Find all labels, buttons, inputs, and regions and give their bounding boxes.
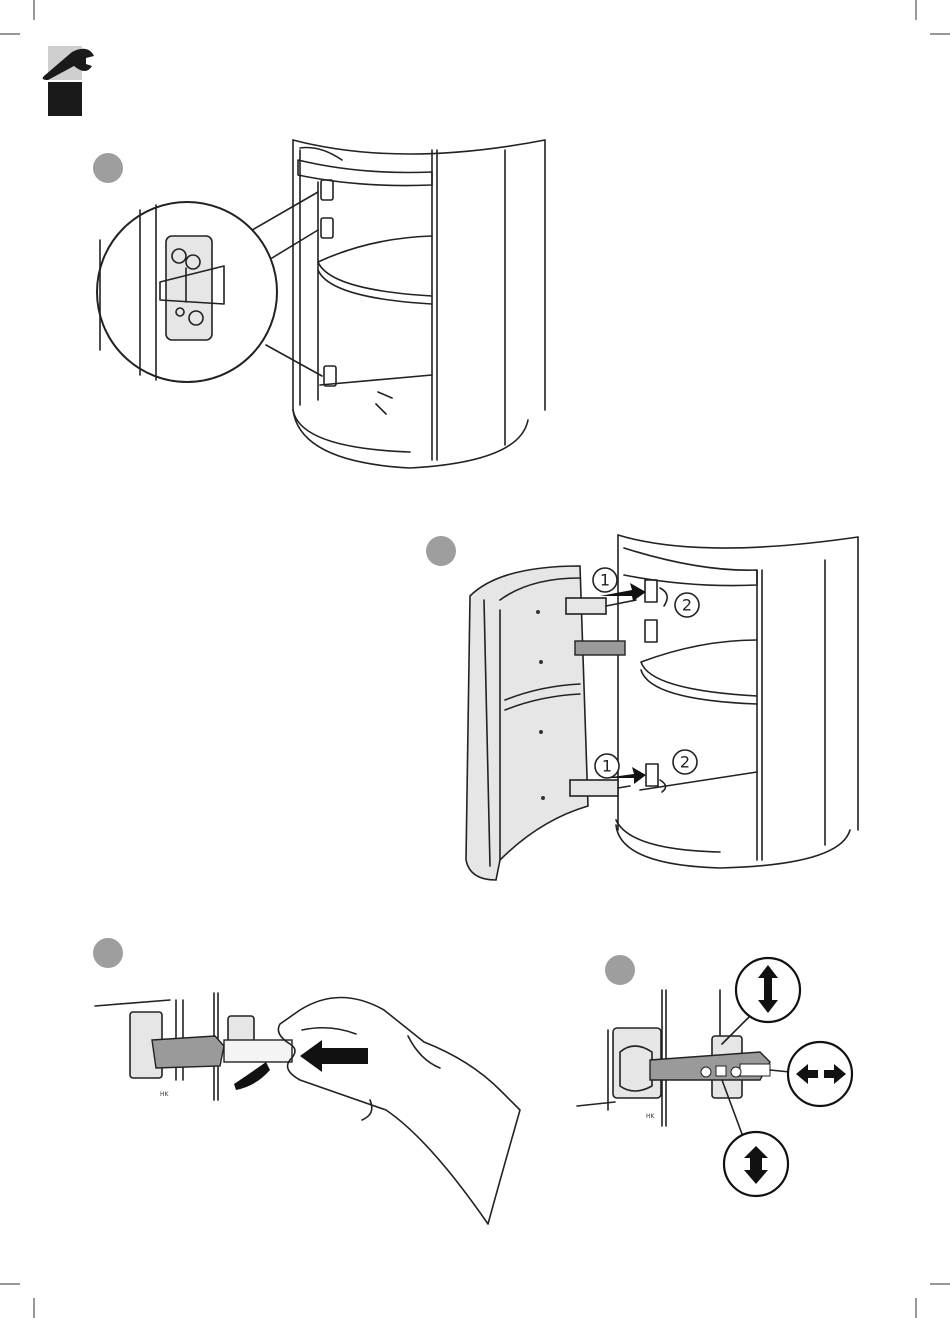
callout-2-top: 2	[675, 593, 699, 617]
step-marker-1	[93, 153, 123, 183]
hand-illustration	[278, 998, 520, 1225]
callout-1-top: 1	[593, 568, 617, 592]
hinge-closeup-right: HK	[577, 990, 770, 1126]
screws	[376, 392, 392, 414]
hinge-marking: HK	[160, 1091, 170, 1098]
callout-number: 1	[602, 757, 612, 776]
callout-number: 1	[600, 571, 610, 590]
detail-magnifier	[97, 192, 322, 382]
wrench-icon	[43, 46, 94, 116]
adjust-callout-horizontal	[770, 1042, 852, 1106]
hinge-closeup-left: HK	[95, 993, 292, 1100]
callout-1-bottom: 1	[595, 754, 619, 778]
cabinet-frame-2	[616, 535, 858, 868]
step-marker-4	[605, 955, 635, 985]
step-marker-3	[93, 938, 123, 968]
cabinet-frame-1	[293, 140, 545, 468]
callout-2-bottom: 2	[673, 750, 697, 774]
hinge-marking: HK	[646, 1113, 656, 1120]
callout-number: 2	[680, 753, 690, 772]
callout-number: 2	[682, 596, 692, 615]
adjust-callout-vertical	[722, 958, 800, 1044]
step-marker-2	[426, 536, 456, 566]
hinge-plate-top	[321, 180, 336, 386]
